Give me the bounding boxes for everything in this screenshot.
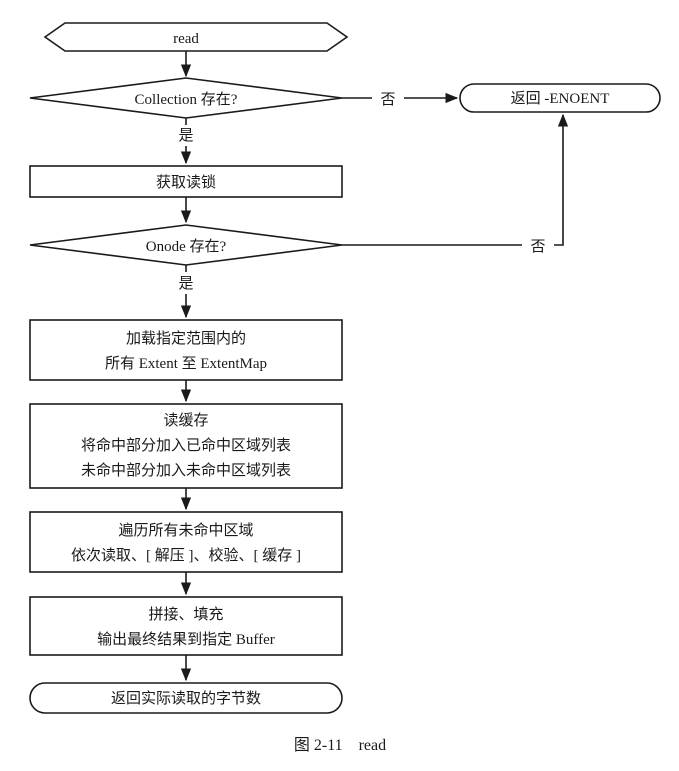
return-error-node: 返回 -ENOENT [459, 83, 661, 113]
load-extents-node: 加载指定范围内的 所有 Extent 至 ExtentMap [29, 319, 343, 381]
read-cache-line-1: 读缓存 [163, 412, 208, 429]
load-extents-line-1: 加载指定范围内的 [126, 330, 246, 347]
decision-collection: Collection 存在? [29, 77, 343, 119]
assemble-line-2: 输出最终结果到指定 Buffer [97, 631, 275, 648]
return-error-label: 返回 -ENOENT [511, 90, 610, 107]
assemble-node: 拼接、填充 输出最终结果到指定 Buffer [29, 596, 343, 656]
decision-onode: Onode 存在? [29, 224, 343, 266]
read-cache-line-2: 将命中部分加入已命中区域列表 [81, 436, 291, 454]
read-cache-node: 读缓存 将命中部分加入已命中区域列表 未命中部分加入未命中区域列表 [29, 403, 343, 489]
yes-label-2: 是 [178, 276, 193, 292]
acquire-lock-label: 获取读锁 [156, 174, 216, 191]
assemble-line-1: 拼接、填充 [148, 606, 223, 623]
traverse-miss-line-1: 遍历所有未命中区域 [118, 521, 253, 539]
traverse-miss-node: 遍历所有未命中区域 依次读取、[ 解压 ]、校验、[ 缓存 ] [29, 511, 343, 573]
read-cache-line-3: 未命中部分加入未命中区域列表 [81, 461, 291, 479]
decision-collection-label: Collection 存在? [135, 91, 238, 108]
start-label: read [173, 31, 199, 47]
load-extents-line-2: 所有 Extent 至 ExtentMap [105, 355, 267, 372]
no-label-2: 否 [530, 239, 545, 255]
decision-onode-label: Onode 存在? [146, 238, 227, 255]
edge-onode-no-b [554, 113, 569, 246]
return-bytes-label: 返回实际读取的字节数 [111, 690, 261, 707]
no-label-1: 否 [380, 92, 395, 108]
yes-label-1: 是 [178, 128, 193, 144]
traverse-miss-line-2: 依次读取、[ 解压 ]、校验、[ 缓存 ] [71, 547, 301, 564]
start-node: read [43, 22, 349, 52]
figure-caption: 图 2-11 read [294, 737, 386, 754]
acquire-lock-node: 获取读锁 [29, 165, 343, 198]
return-bytes-node: 返回实际读取的字节数 [29, 682, 343, 714]
